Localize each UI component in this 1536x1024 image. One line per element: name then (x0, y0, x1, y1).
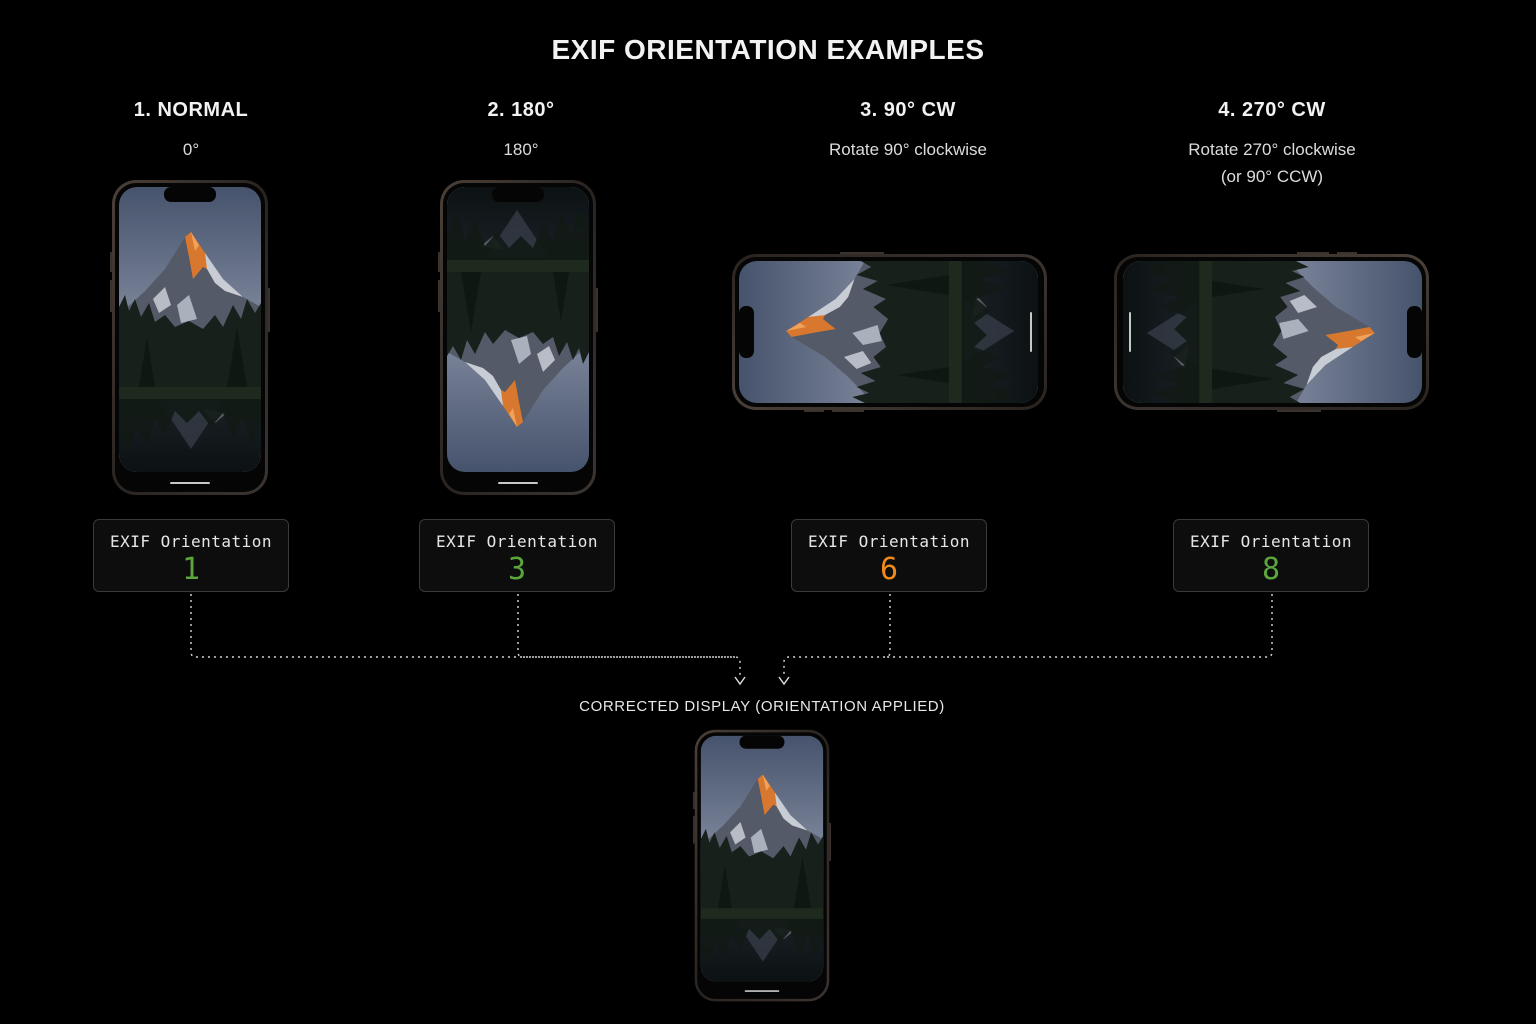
badge-label: EXIF Orientation (109, 532, 273, 551)
exif-badge-1: EXIF Orientation 1 (93, 519, 289, 592)
badge-label: EXIF Orientation (1189, 532, 1353, 551)
badge-value: 3 (507, 552, 527, 587)
phone-rotated-180 (438, 180, 598, 495)
phone-normal (110, 180, 270, 495)
column-4-heading: 4. 270° CW (1218, 99, 1326, 121)
phone-rotated-270-cw (1114, 252, 1429, 412)
badge-value: 8 (1261, 552, 1281, 587)
connector-1 (190, 594, 741, 678)
connector-6 (783, 594, 891, 678)
badge-value: 1 (181, 552, 201, 587)
badge-label: EXIF Orientation (435, 532, 599, 551)
exif-badge-3: EXIF Orientation 3 (419, 519, 615, 592)
column-4-subtitle: Rotate 270° clockwise(or 90° CCW) (1188, 140, 1356, 186)
column-1-subtitle: 0° (182, 140, 200, 159)
badge-value: 6 (879, 552, 899, 587)
exif-badge-6: EXIF Orientation 6 (791, 519, 987, 592)
corrected-display-label: CORRECTED DISPLAY (ORIENTATION APPLIED) (579, 698, 945, 715)
diagram-title: EXIF ORIENTATION EXAMPLES (551, 34, 985, 65)
connector-3 (517, 594, 735, 658)
column-1-heading: 1. NORMAL (133, 99, 249, 121)
mountain-photo-icon (700, 735, 824, 982)
exif-badge-8: EXIF Orientation 8 (1173, 519, 1369, 592)
connector-8 (885, 594, 1273, 658)
column-2-heading: 2. 180° (487, 99, 555, 121)
column-2-subtitle: 180° (503, 140, 539, 159)
column-3-subtitle: Rotate 90° clockwise (829, 140, 987, 159)
column-3-heading: 3. 90° CW (860, 99, 956, 121)
arrow-down-icon (734, 676, 746, 686)
arrow-down-icon (778, 676, 790, 686)
badge-label: EXIF Orientation (807, 532, 971, 551)
phone-corrected (693, 729, 831, 1002)
phone-rotated-90-cw (732, 252, 1047, 412)
